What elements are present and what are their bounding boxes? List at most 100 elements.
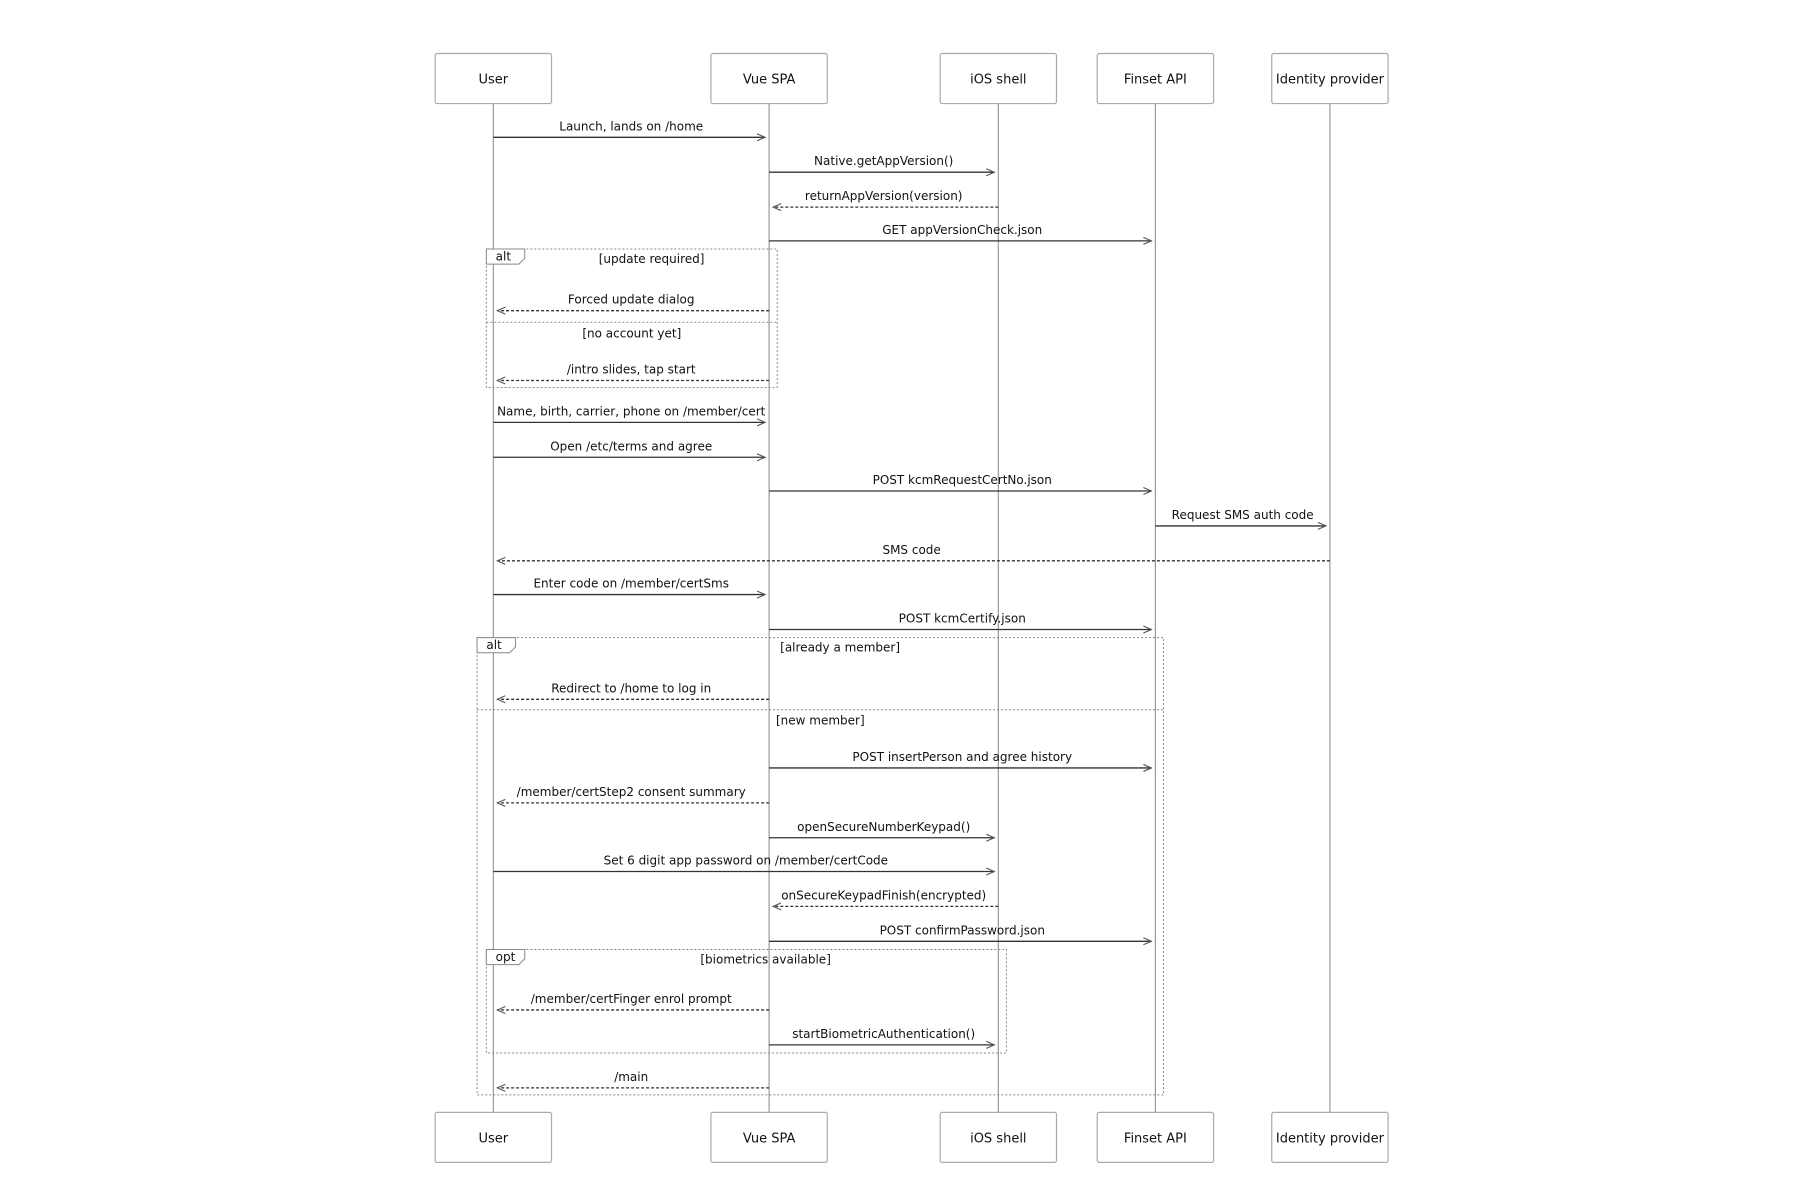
actor-idp-top: Identity provider [1271,52,1389,105]
actor-label: User [479,73,509,88]
fragment-condition: [new member] [776,714,865,728]
actor-box [434,1111,553,1163]
message-label: Request SMS auth code [1172,508,1314,522]
fragment-tag [485,248,526,265]
message-11: SMS code [495,543,1330,565]
message-label: startBiometricAuthentication() [792,1027,975,1041]
message-label: POST confirmPassword.json [880,923,1045,937]
actor-label: iOS shell [970,73,1026,88]
fragment-opt-2: opt [biometrics available] [485,948,1007,1054]
message-8: Open /etc/terms and agree [493,439,767,462]
message-15: POST insertPerson and agree history [769,750,1153,772]
message-3: returnAppVersion(version) [771,189,999,212]
message-label: /main [614,1070,648,1084]
arrowhead [495,1005,506,1014]
message-14: Redirect to /home to log in [495,681,770,704]
actor-spa-top: Vue SPA [710,52,828,105]
actor-label: Identity provider [1276,1131,1385,1146]
message-label: openSecureNumberKeypad() [797,820,970,834]
message-6: /intro slides, tap start [495,362,770,385]
message-label: Open /etc/terms and agree [550,439,712,453]
message-5: Forced update dialog [495,293,770,315]
arrowhead [771,203,782,212]
actor-ios-bottom: iOS shell [939,1111,1058,1163]
arrowhead [495,695,506,704]
arrowhead [756,453,767,462]
messages: Launch, lands on /homeNative.getAppVersi… [493,119,1330,1092]
fragment-alt-0: alt[update required][no account yet] [485,248,778,388]
actor-box [1096,1111,1215,1163]
fragment-condition: [biometrics available] [700,952,831,966]
arrowhead [986,1040,996,1049]
actors-top: User Vue SPA iOS shell Finset API Identity p… [434,52,1389,105]
fragment-frames: alt[update required][no account yet] alt [… [476,248,1165,1096]
message-19: onSecureKeypadFinish(encrypted) [771,888,999,911]
message-label: Launch, lands on /home [559,119,703,133]
actor-api-top: Finset API [1096,52,1215,105]
arrowhead [495,376,506,385]
arrowhead [1143,236,1153,245]
message-label: returnAppVersion(version) [805,189,963,203]
message-label: Native.getAppVersion() [814,154,953,168]
message-label: POST kcmCertify.json [899,611,1026,625]
arrowhead [1317,521,1328,530]
fragment-tag [485,948,526,966]
message-label: Enter code on /member/certSms [533,577,729,591]
message-label: POST insertPerson and agree history [852,750,1072,764]
message-label: Set 6 digit app password on /member/cert… [604,853,888,867]
actor-box [939,52,1058,105]
actor-label: Vue SPA [743,73,796,88]
message-label: GET appVersionCheck.json [882,223,1042,237]
arrowhead [986,833,996,842]
message-label: Forced update dialog [568,293,695,307]
actor-box [710,52,828,105]
actor-box [1271,52,1389,105]
message-7: Name, birth, carrier, phone on /member/c… [493,404,767,427]
actor-spa-bottom: Vue SPA [710,1111,828,1163]
message-label: SMS code [882,543,940,557]
message-label: Name, birth, carrier, phone on /member/c… [497,404,766,418]
message-22: startBiometricAuthentication() [769,1027,996,1049]
fragment-kind: alt [486,638,502,652]
actor-label: Finset API [1124,73,1187,88]
fragment-condition: [no account yet] [582,326,681,340]
arrowhead [1143,487,1153,496]
arrowhead [1143,625,1153,634]
message-12: Enter code on /member/certSms [493,577,767,599]
message-label: POST kcmRequestCertNo.json [873,473,1052,487]
lifelines [492,103,1331,1113]
message-20: POST confirmPassword.json [769,923,1153,946]
fragment-frame [485,948,1007,1054]
message-13: POST kcmCertify.json [769,611,1153,634]
arrowhead [756,418,767,427]
message-23: /main [495,1070,770,1092]
arrowhead [495,306,506,315]
actor-label: iOS shell [970,1131,1026,1146]
actor-label: Vue SPA [743,1131,796,1146]
actor-box [939,1111,1058,1163]
actors-bottom: User Vue SPA iOS shell Finset API Identity p… [434,1111,1389,1163]
arrowhead [1143,937,1153,946]
arrowhead [495,556,506,565]
message-18: Set 6 digit app password on /member/cert… [493,853,996,876]
fragment-frame [485,248,778,388]
message-label: onSecureKeypadFinish(encrypted) [781,888,986,902]
actor-idp-bottom: Identity provider [1271,1111,1389,1163]
actor-box [710,1111,828,1163]
actor-label: Finset API [1124,1131,1187,1146]
arrowhead [986,867,996,876]
arrowhead [495,1083,506,1092]
message-16: /member/certStep2 consent summary [495,785,770,807]
fragment-kind: opt [496,950,516,964]
arrowhead [495,798,506,807]
actor-box [1271,1111,1389,1163]
message-21: /member/certFinger enrol prompt [495,992,770,1014]
actor-ios-top: iOS shell [939,52,1058,105]
actor-box [434,52,553,105]
actor-user-top: User [434,52,553,105]
message-2: Native.getAppVersion() [769,154,996,177]
arrowhead [1143,763,1153,772]
fragment-tag [476,637,516,654]
actor-label: User [479,1131,509,1146]
